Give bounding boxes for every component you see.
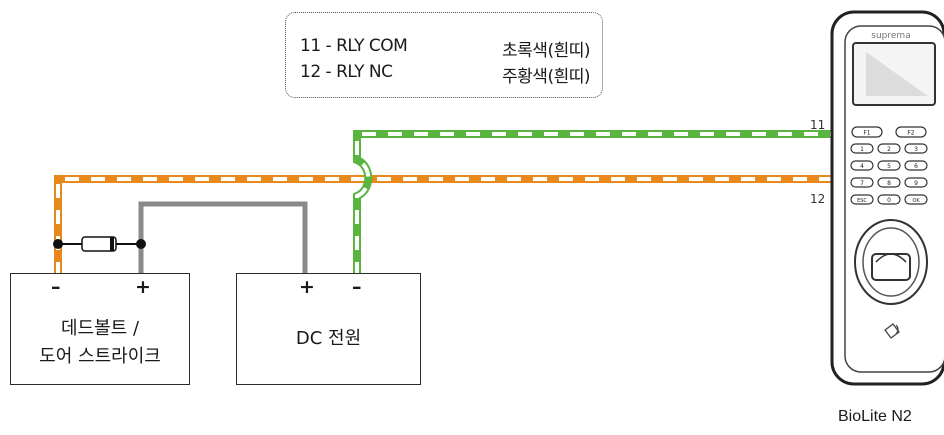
door-lock-box: – + 데드볼트 / 도어 스트라이크	[10, 273, 190, 385]
gray-wire	[138, 201, 308, 276]
lock-plus-terminal: +	[135, 276, 151, 298]
diode-node-right	[136, 239, 146, 249]
key-9: 9	[914, 180, 918, 187]
device-body	[830, 10, 944, 386]
green-wire-11	[353, 130, 836, 276]
door-lock-label-line2: 도어 스트라이크	[39, 346, 161, 367]
wire-number-11: 11	[810, 118, 826, 132]
legend-row-12: 12 - RLY NC 주황색(흰띠)	[300, 62, 590, 87]
key-6: 6	[914, 163, 918, 170]
key-f2: F2	[907, 130, 914, 137]
key-3: 3	[914, 146, 918, 153]
key-4: 4	[860, 163, 864, 170]
orange-wire-12-stripes	[56, 177, 836, 276]
wire-legend: 11 - RLY COM 초록색(흰띠) 12 - RLY NC 주황색(흰띠)	[285, 12, 603, 98]
legend-code: 11 - RLY COM	[300, 36, 408, 56]
key-7: 7	[860, 180, 864, 187]
wire-number-12: 12	[810, 192, 826, 206]
diode-body	[81, 236, 117, 252]
legend-row-11: 11 - RLY COM 초록색(흰띠)	[300, 36, 590, 61]
power-minus-terminal: –	[352, 276, 362, 298]
key-1: 1	[860, 146, 864, 153]
legend-color: 초록색(흰띠)	[502, 41, 590, 61]
device-keypad: F1 F2 1 2 3 4 5 6 7 8 9 ESC 0 OK	[850, 126, 928, 205]
power-plus-terminal: +	[299, 276, 315, 298]
diode-node-left	[53, 239, 63, 249]
door-lock-label-line1: 데드볼트 /	[60, 318, 140, 339]
key-5: 5	[887, 163, 891, 170]
key-f1: F1	[863, 130, 870, 137]
key-ok: OK	[912, 198, 920, 204]
device-caption: BioLite N2	[838, 408, 912, 425]
legend-color: 주황색(흰띠)	[502, 67, 590, 87]
legend-code: 12 - RLY NC	[300, 62, 393, 82]
diode-band	[110, 237, 114, 251]
green-wire-11-stripes	[355, 132, 836, 276]
key-0: 0	[887, 197, 891, 204]
dc-power-label: DC 전원	[295, 328, 362, 349]
orange-wire-12	[54, 175, 836, 276]
key-esc: ESC	[857, 198, 867, 204]
key-2: 2	[887, 146, 891, 153]
lock-minus-terminal: –	[51, 276, 61, 298]
dc-power-box: + – DC 전원	[236, 273, 421, 385]
key-8: 8	[887, 180, 891, 187]
device-brand: suprema	[871, 31, 910, 41]
